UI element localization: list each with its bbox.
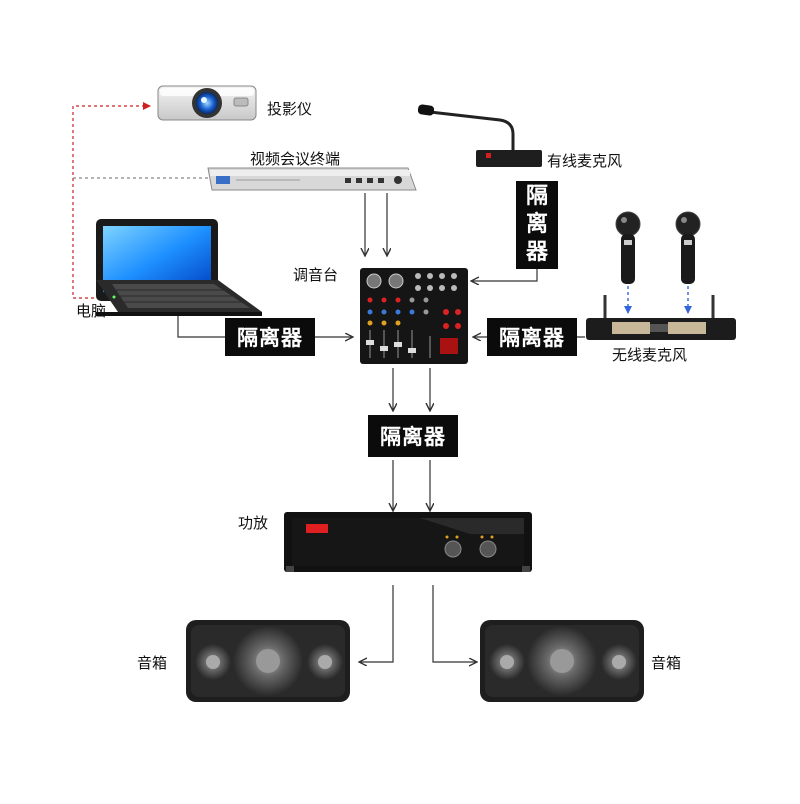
isolator-wired-mic-char-1: 隔 xyxy=(525,184,548,209)
isolator-computer: 隔离器 xyxy=(225,318,315,356)
projector-label: 投影仪 xyxy=(267,100,313,118)
amp-to-right-speaker xyxy=(432,585,476,662)
amp-to-left-speaker xyxy=(360,585,394,662)
computer-projector-link xyxy=(72,102,151,299)
video-terminal-device xyxy=(207,167,417,191)
isolator-wireless: 隔离器 xyxy=(487,318,577,356)
mixer-device xyxy=(360,268,468,364)
video-terminal-label: 视频会议终端 xyxy=(250,150,341,168)
isolator-wired-mic: 隔 离 器 xyxy=(516,181,558,269)
projector-device xyxy=(157,85,257,121)
wireless-mic-handheld-1 xyxy=(615,211,641,284)
amplifier-label: 功放 xyxy=(238,514,269,532)
right-speaker-device xyxy=(480,620,644,702)
wireless-mic-label: 无线麦克风 xyxy=(612,346,688,364)
isolator-output: 隔离器 xyxy=(368,415,458,457)
mixer-label: 调音台 xyxy=(293,266,339,284)
speaker-right-label: 音箱 xyxy=(651,654,682,672)
isolator-wired-mic-char-3: 器 xyxy=(525,240,548,265)
left-speaker-device xyxy=(186,620,350,702)
computer-label: 电脑 xyxy=(76,302,107,320)
laptop-device xyxy=(96,219,262,316)
speaker-left-label: 音箱 xyxy=(137,654,168,672)
isolator-wired-mic-char-2: 离 xyxy=(525,212,548,237)
wired-mic-device xyxy=(417,104,542,167)
amplifier-device xyxy=(284,512,532,572)
wireless-receiver-device xyxy=(586,295,736,340)
wireless-mic-handheld-2 xyxy=(675,211,701,284)
wiredmic-to-mixer xyxy=(472,268,538,281)
wired-mic-label: 有线麦克风 xyxy=(547,152,623,170)
